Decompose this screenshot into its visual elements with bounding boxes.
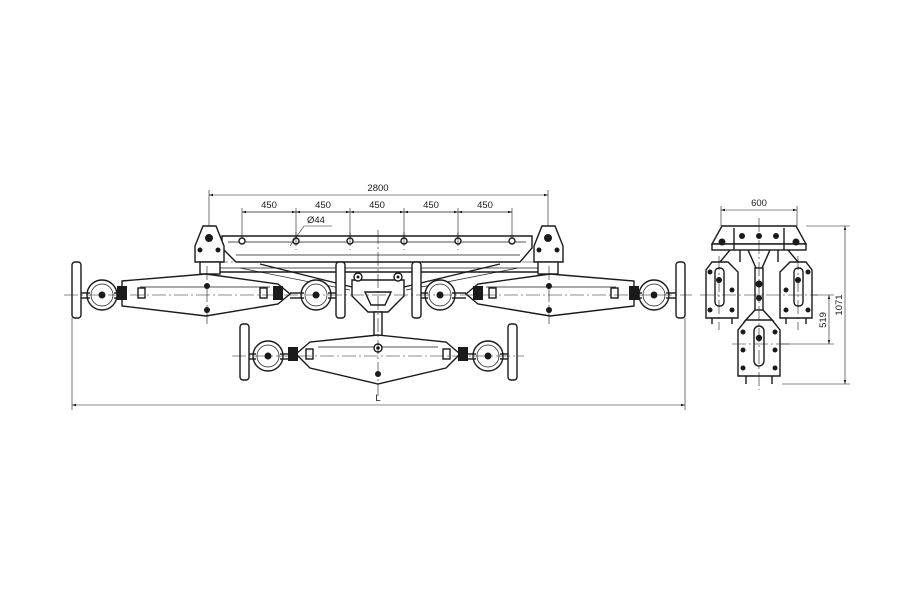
side-lower-wheel-block [737, 319, 781, 384]
dim-end-view-drop: 519 [818, 312, 829, 328]
yoke-beam [214, 235, 544, 291]
dim-hole-diameter: Ø44 [307, 215, 325, 226]
dim-spacing-1: 450 [261, 200, 277, 211]
left-end-bracket [194, 225, 225, 288]
front-centerlines [64, 230, 692, 396]
side-view: 600 519 1071 [700, 198, 850, 390]
dim-end-view-height: 1071 [834, 294, 845, 315]
side-left-wheel-block [705, 261, 739, 324]
dim-spacing-4: 450 [423, 200, 439, 211]
dim-spacing-5: 450 [477, 200, 493, 211]
dim-end-view-width: 600 [751, 198, 767, 209]
front-view: 2800 450 450 450 450 450 Ø44 [64, 183, 692, 410]
dim-overall-span: 2800 [367, 183, 388, 194]
dim-spacing-2: 450 [315, 200, 331, 211]
dim-spacing-3: 450 [369, 200, 385, 211]
dim-length: L [375, 393, 380, 404]
side-dimensions: 600 519 1071 [720, 198, 850, 385]
side-right-wheel-block [779, 261, 813, 324]
front-dimensions: 2800 450 450 450 450 450 Ø44 [71, 183, 686, 410]
